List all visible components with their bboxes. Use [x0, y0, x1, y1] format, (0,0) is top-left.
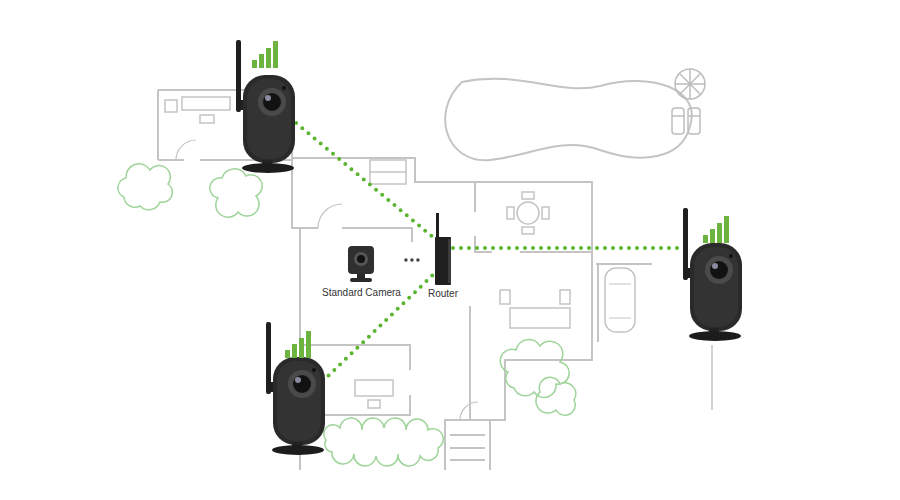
camera-node: Standard Camera	[319, 246, 404, 299]
house-walls	[292, 158, 592, 470]
furniture	[355, 160, 570, 408]
device-label: Router	[427, 288, 459, 300]
pool	[445, 79, 692, 160]
router-node: Router	[425, 213, 461, 300]
wireless-links	[290, 118, 680, 378]
device-label: Standard Camera	[321, 287, 402, 299]
bushes	[118, 164, 576, 466]
wifi-camera	[236, 40, 295, 173]
router-icon	[432, 213, 454, 285]
wifi-camera	[266, 322, 325, 455]
umbrella	[675, 69, 705, 99]
wired-link	[406, 258, 423, 262]
standard-camera-icon	[346, 246, 376, 284]
loungers	[672, 108, 700, 134]
wifi-camera	[683, 208, 742, 341]
